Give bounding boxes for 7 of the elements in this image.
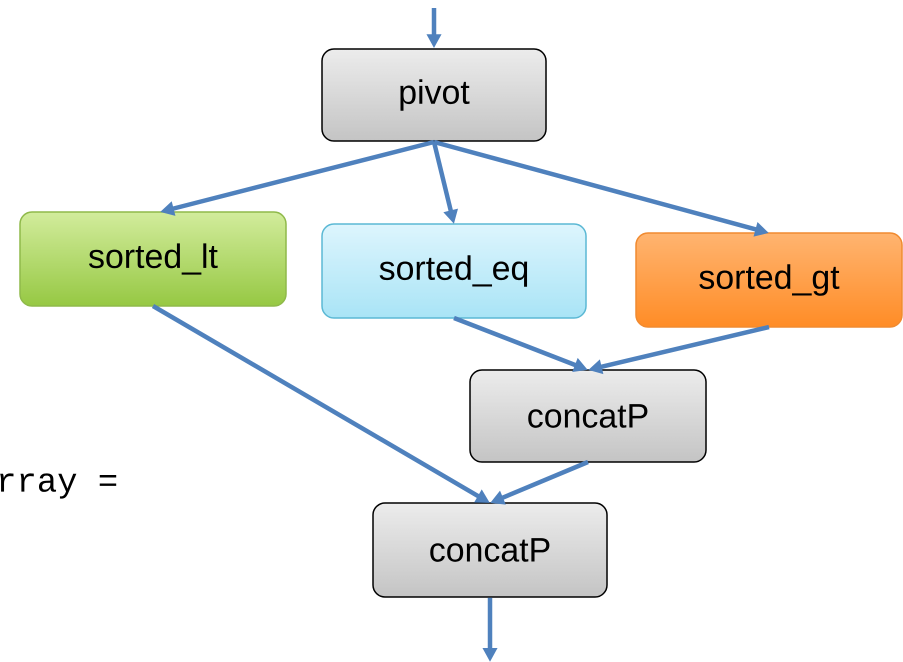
code-text: rray = [0, 473, 116, 499]
process-box: sorted_lt [19, 211, 287, 307]
process-box: sorted_eq [321, 223, 587, 319]
process-box: concatP [372, 502, 608, 598]
process-box: sorted_gt [635, 232, 903, 328]
process-box: pivot [321, 48, 547, 142]
process-box: concatP [469, 369, 707, 463]
